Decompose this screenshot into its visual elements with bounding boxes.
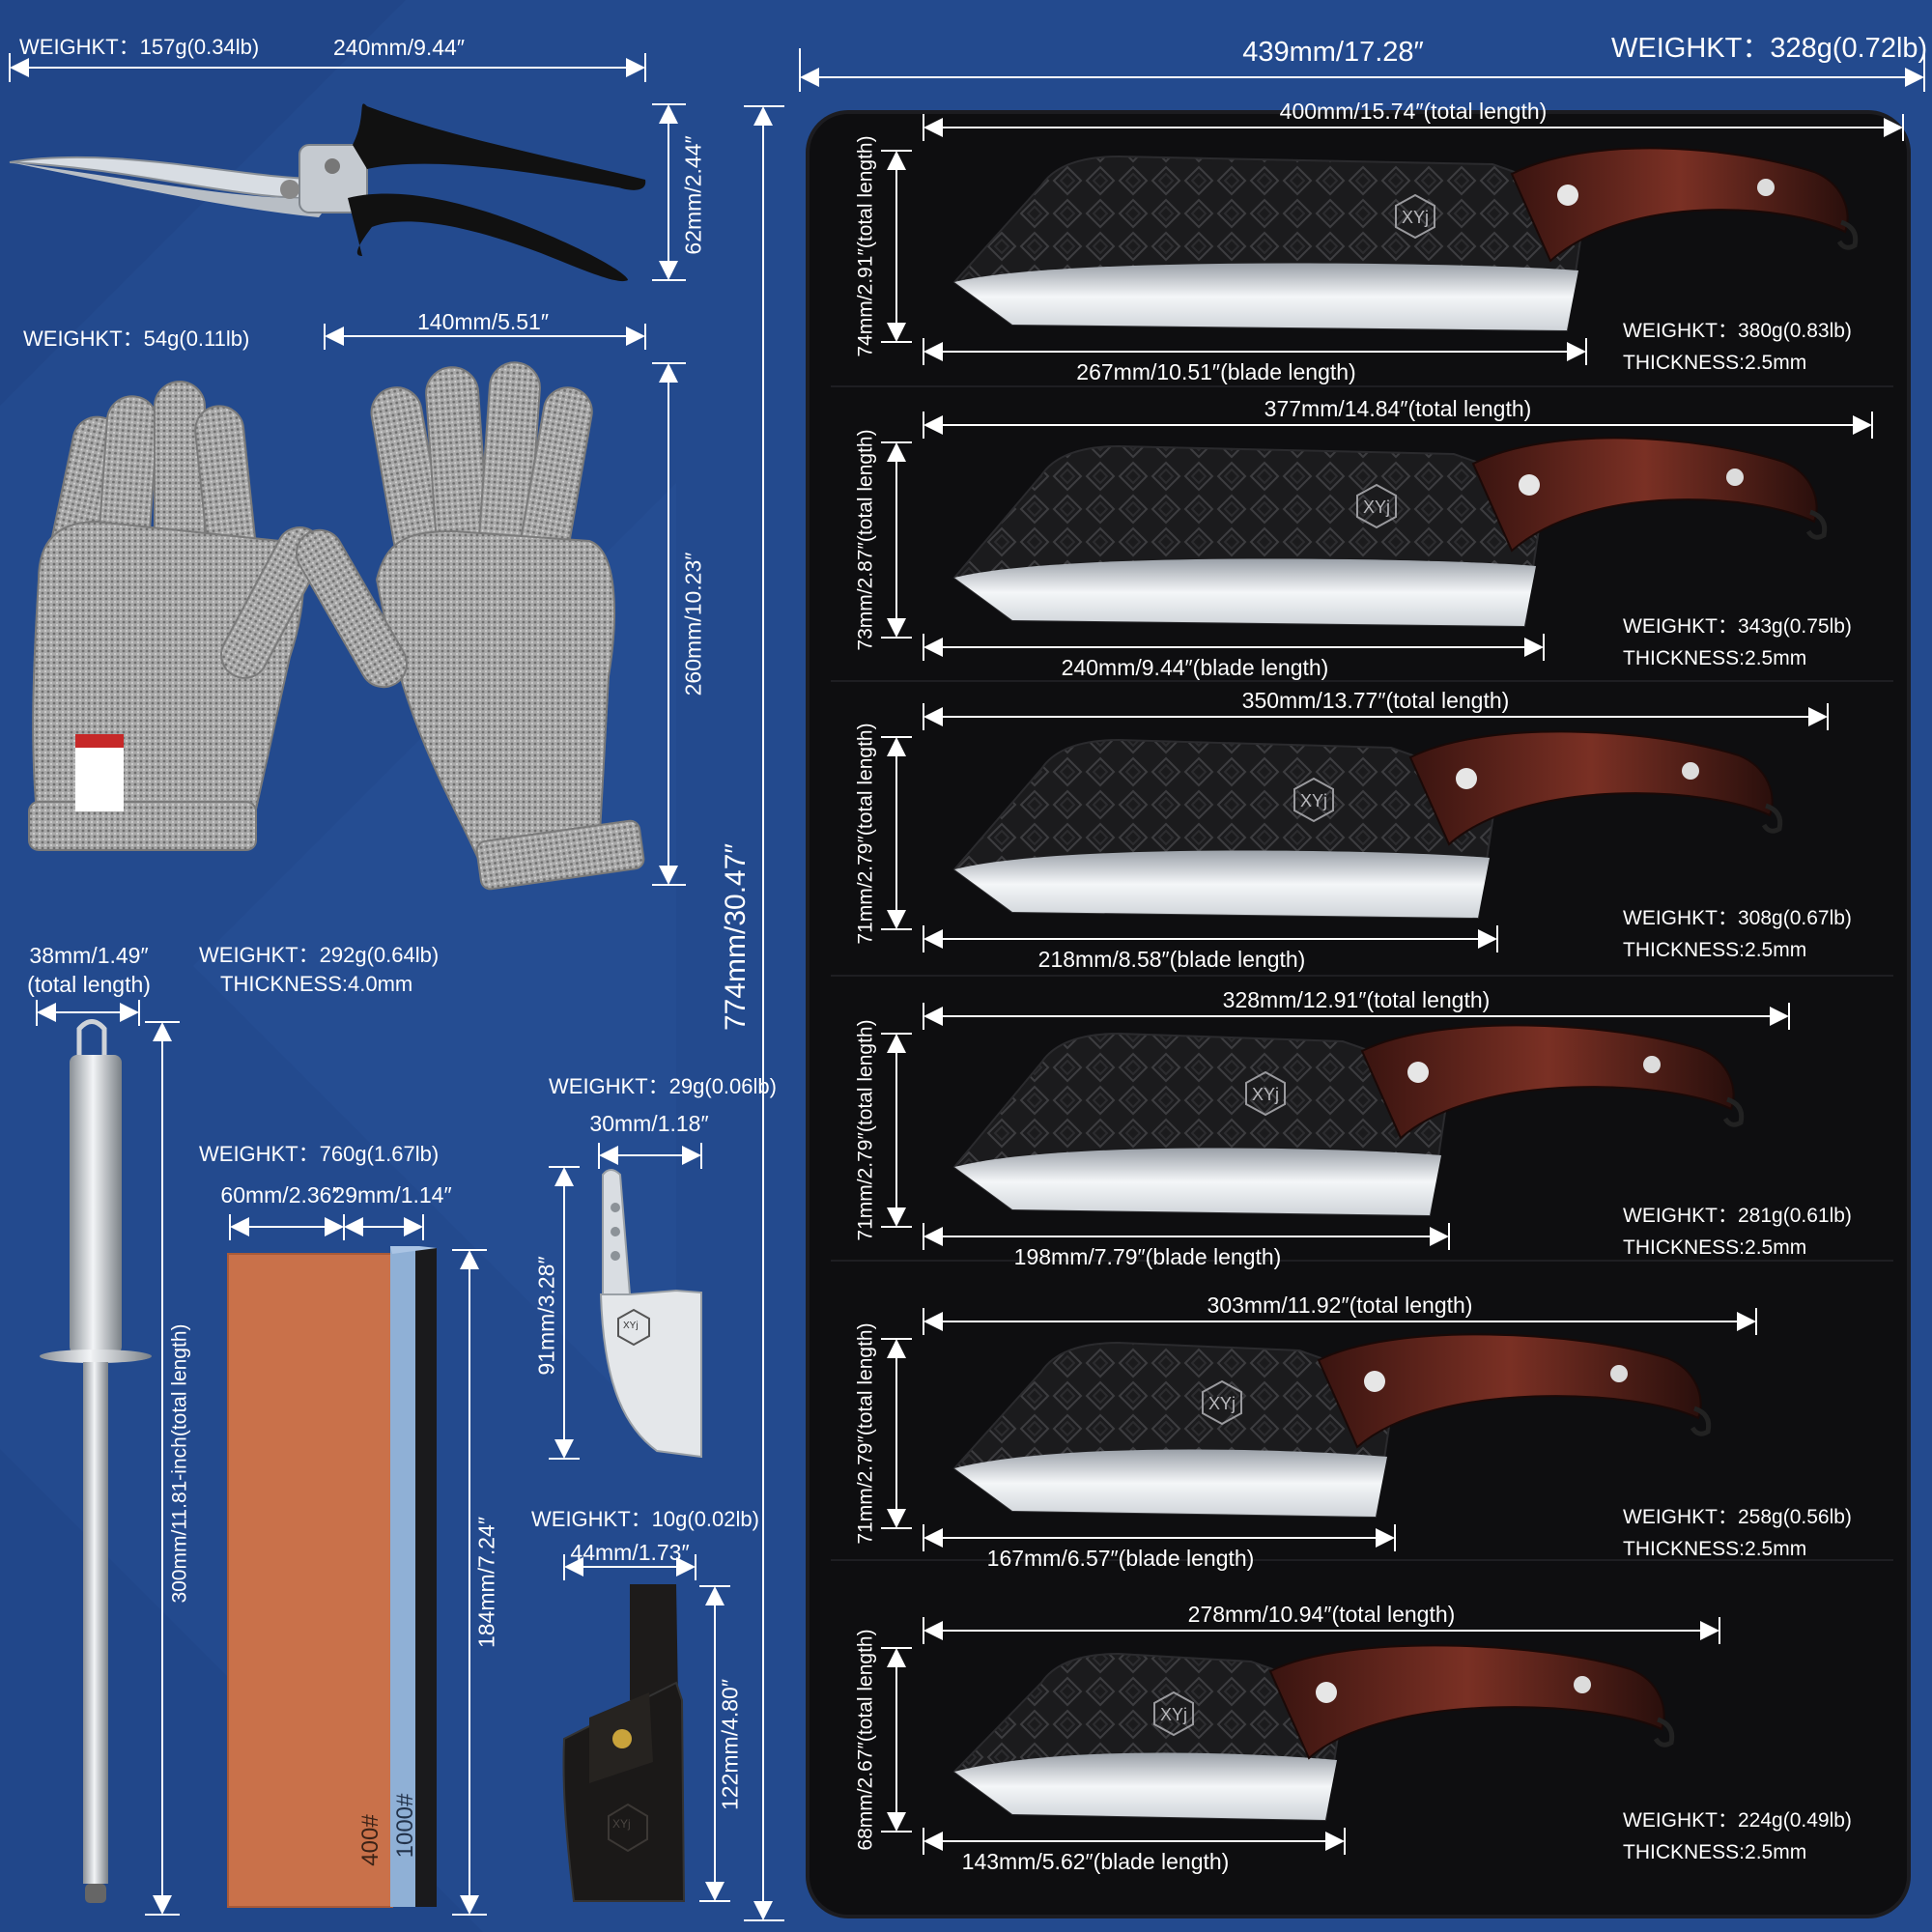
stone-thickness: 29mm/1.14″ (332, 1182, 452, 1208)
mini-knife-weight: WEIGHKT：29g(0.06lb) (549, 1074, 777, 1098)
knife-blade-length: 267mm/10.51″(blade length) (1076, 359, 1356, 384)
roll-weight: WEIGHKT：328g(0.72lb) (1611, 33, 1928, 64)
knife-thickness: THICKNESS:2.5mm (1623, 352, 1807, 374)
stone-width: 60mm/2.36″ (220, 1182, 340, 1208)
knife-cutting-edge (954, 1449, 1387, 1517)
knife-rivet (1456, 768, 1477, 789)
knife-rivet (1364, 1371, 1385, 1392)
knife-weight: WEIGHKT：281g(0.61lb) (1623, 1205, 1852, 1227)
knife-cutting-edge (954, 1148, 1441, 1215)
knife-logo-icon (1293, 777, 1334, 823)
knife-pommel-hook (1836, 219, 1859, 250)
knife-rivet (1407, 1062, 1429, 1083)
knife-handle (1360, 1024, 1735, 1140)
knife-thickness: THICKNESS:2.5mm (1623, 1538, 1807, 1560)
knife-total-length: 377mm/14.84″(total length) (1264, 396, 1532, 421)
knife-logo-text: XYj (1252, 1085, 1279, 1104)
knife-rivet (1574, 1676, 1591, 1693)
knife-rivet (1643, 1056, 1661, 1073)
knife-pommel-hook (1690, 1406, 1712, 1436)
knife-thickness: THICKNESS:2.5mm (1623, 939, 1807, 961)
knife-blade-length: 167mm/6.57″(blade length) (986, 1546, 1255, 1571)
knife-logo-icon (1153, 1690, 1194, 1737)
knife-logo-icon (1202, 1379, 1242, 1426)
knife-handle (1471, 437, 1818, 553)
shears-length: 240mm/9.44″ (333, 35, 465, 60)
knife-cutting-edge (954, 850, 1490, 918)
rod-width: 38mm/1.49″ (29, 943, 149, 968)
knife-weight: WEIGHKT：224g(0.49lb) (1623, 1809, 1852, 1832)
knife-rivet (1519, 474, 1540, 496)
knife-cutting-edge (954, 1752, 1337, 1820)
knife-rivet (1610, 1365, 1628, 1382)
knife-total-length: 328mm/12.91″(total length) (1222, 987, 1491, 1012)
knife-handle (1408, 730, 1774, 846)
knife-weight: WEIGHKT：343g(0.75lb) (1623, 615, 1852, 638)
knife-logo-text: XYj (1208, 1394, 1236, 1413)
knife-pommel-hook (1761, 803, 1783, 834)
knife-weight: WEIGHKT：380g(0.83lb) (1623, 320, 1852, 342)
knife-total-length: 278mm/10.94″(total length) (1187, 1602, 1456, 1627)
knife-logo-icon (1356, 483, 1397, 529)
knife-rivet (1757, 179, 1775, 196)
mini-knife-logo: XYj (623, 1321, 639, 1331)
knife-blade-length: 198mm/7.79″(blade length) (1013, 1244, 1282, 1269)
knife-rivet (1316, 1682, 1337, 1703)
rod-weight: WEIGHKT：292g(0.64lb) (199, 943, 440, 967)
knife-height: 68mm/2.67″(total length) (854, 1629, 877, 1851)
rod-thickness: THICKNESS:4.0mm (220, 972, 413, 996)
knife-blade-length: 218mm/8.58″(blade length) (1037, 947, 1306, 972)
knife-weight: WEIGHKT：308g(0.67lb) (1623, 907, 1852, 929)
knife-handle (1317, 1333, 1702, 1449)
knife-thickness: THICKNESS:2.5mm (1623, 1841, 1807, 1863)
sheath-weight: WEIGHKT：10g(0.02lb) (531, 1507, 759, 1531)
knife-logo-text: XYj (1363, 497, 1390, 517)
knife-logo-text: XYj (1402, 208, 1429, 227)
gloves-weight: WEIGHKT：54g(0.11lb) (23, 327, 250, 351)
rod-width-note: (total length) (27, 972, 151, 997)
knife-rivet (1726, 469, 1744, 486)
stone-weight: WEIGHKT：760g(1.67lb) (199, 1142, 440, 1166)
knife-height: 74mm/2.91″(total length) (854, 135, 877, 357)
knife-pommel-hook (1722, 1096, 1745, 1127)
knife-height: 71mm/2.79″(total length) (854, 1322, 877, 1545)
knife-height: 71mm/2.79″(total length) (854, 722, 877, 945)
knife-logo-icon (1245, 1070, 1286, 1117)
knife-height: 71mm/2.79″(total length) (854, 1019, 877, 1241)
knife-cutting-edge (954, 558, 1536, 626)
sheath-width: 44mm/1.73″ (570, 1540, 690, 1565)
knife-weight: WEIGHKT：258g(0.56lb) (1623, 1506, 1852, 1528)
knife-thickness: THICKNESS:2.5mm (1623, 1236, 1807, 1259)
knife-logo-icon (1395, 193, 1435, 240)
knife-cutting-edge (954, 263, 1578, 330)
knife-total-length: 350mm/13.77″(total length) (1241, 688, 1510, 713)
knife-total-length: 303mm/11.92″(total length) (1207, 1293, 1473, 1318)
knife-handle (1268, 1644, 1665, 1760)
knife-pommel-hook (1653, 1717, 1675, 1747)
shears-weight: WEIGHKT：157g(0.34lb) (19, 35, 260, 59)
knife-blade-length: 240mm/9.44″(blade length) (1061, 655, 1329, 680)
gloves-width: 140mm/5.51″ (417, 309, 549, 334)
knife-handle (1510, 147, 1849, 263)
knife-logo-text: XYj (1300, 791, 1327, 810)
knife-total-length: 400mm/15.74″(total length) (1279, 99, 1548, 124)
knife-thickness: THICKNESS:2.5mm (1623, 647, 1807, 669)
knife-pommel-hook (1805, 509, 1828, 540)
knife-rivet (1682, 762, 1699, 780)
mini-knife-width: 30mm/1.18″ (589, 1111, 709, 1136)
knife-height: 73mm/2.87″(total length) (854, 429, 877, 651)
roll-total-width: 439mm/17.28″ (1242, 37, 1424, 68)
sheath-logo: XYj (612, 1817, 631, 1831)
knife-logo-text: XYj (1160, 1705, 1187, 1724)
knife-blade-length: 143mm/5.62″(blade length) (961, 1849, 1230, 1874)
knife-rivet (1557, 185, 1578, 206)
